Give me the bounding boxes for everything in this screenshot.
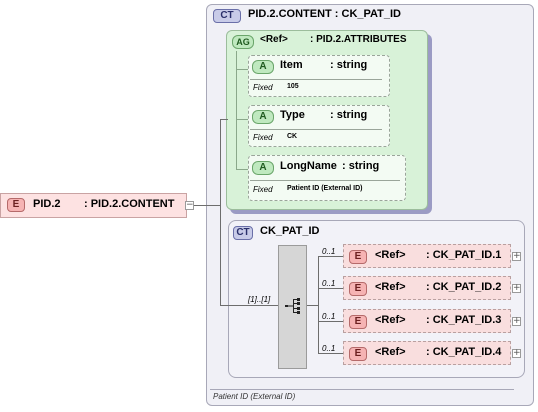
child-occurrence: 0..1	[322, 312, 336, 321]
attribute-divider	[250, 79, 382, 80]
tree-connector	[206, 205, 220, 206]
attribute-fixed-value: 105	[287, 83, 299, 90]
attribute-type: : string	[330, 109, 368, 121]
child-ref: <Ref>	[375, 281, 406, 293]
root-element-type: : PID.2.CONTENT	[84, 198, 175, 210]
attribute-group-ref: <Ref>	[260, 34, 288, 45]
attribute-divider	[250, 129, 382, 130]
footer-divider	[210, 389, 514, 390]
child-connector	[318, 353, 343, 354]
child-connector	[318, 321, 343, 322]
element-badge: E	[7, 198, 25, 212]
attribute-connector	[236, 119, 248, 120]
child-connector	[318, 288, 343, 289]
attribute-fixed-value: Patient ID (External ID)	[287, 185, 363, 192]
child-occurrence: 0..1	[322, 247, 336, 256]
attribute-group-badge: AG	[232, 35, 254, 49]
attribute-name: Item	[280, 59, 303, 71]
attribute-longname[interactable]	[248, 155, 406, 201]
attribute-connector	[236, 169, 248, 170]
collapse-icon[interactable]: −	[185, 200, 194, 210]
attribute-type: : string	[330, 59, 368, 71]
attribute-fixed-label: Fixed	[253, 185, 273, 194]
attribute-fixed-label: Fixed	[253, 133, 273, 142]
child-ref: <Ref>	[375, 314, 406, 326]
root-connector	[194, 205, 206, 206]
inner-type-title: CK_PAT_ID	[260, 225, 320, 237]
child-name: : CK_PAT_ID.2	[426, 281, 502, 293]
content-type-documentation: Patient ID (External ID)	[213, 392, 296, 401]
attribute-name: Type	[280, 109, 305, 121]
child-ref: <Ref>	[375, 249, 406, 261]
child-element[interactable]	[343, 244, 511, 268]
tree-connector-to-sequence	[220, 305, 278, 306]
attribute-name: LongName	[280, 160, 337, 172]
child-name: : CK_PAT_ID.3	[426, 314, 502, 326]
child-occurrence: 0..1	[322, 279, 336, 288]
element-badge: E	[349, 315, 367, 329]
element-badge: E	[349, 347, 367, 361]
child-name: : CK_PAT_ID.4	[426, 346, 502, 358]
attribute-connector-vertical	[236, 51, 237, 169]
child-occurrence: 0..1	[322, 344, 336, 353]
attribute-connector	[236, 69, 248, 70]
expand-icon[interactable]: +	[512, 251, 521, 261]
sequence-icon	[285, 298, 300, 314]
expand-icon[interactable]: +	[512, 348, 521, 358]
sequence-occurrence: [1]..[1]	[248, 295, 271, 304]
expand-icon[interactable]: +	[512, 283, 521, 293]
child-ref: <Ref>	[375, 346, 406, 358]
child-element[interactable]	[343, 341, 511, 365]
attribute-group-name: : PID.2.ATTRIBUTES	[310, 34, 407, 45]
child-name: : CK_PAT_ID.1	[426, 249, 502, 261]
tree-connector-to-group	[220, 119, 228, 120]
attribute-divider	[250, 180, 400, 181]
root-element[interactable]	[0, 193, 187, 218]
attribute-badge: A	[252, 60, 274, 74]
attribute-badge: A	[252, 161, 274, 175]
inner-type-badge: CT	[233, 226, 253, 240]
sequence-compositor[interactable]	[278, 245, 307, 369]
content-type-title: PID.2.CONTENT : CK_PAT_ID	[248, 8, 401, 20]
child-element[interactable]	[343, 309, 511, 333]
attribute-type: : string	[342, 160, 380, 172]
element-badge: E	[349, 282, 367, 296]
attribute-fixed-label: Fixed	[253, 83, 273, 92]
root-element-name: PID.2	[33, 198, 61, 210]
element-badge: E	[349, 250, 367, 264]
content-type-badge: CT	[213, 9, 241, 23]
attribute-fixed-value: CK	[287, 133, 298, 140]
child-connector-vertical	[318, 256, 319, 354]
tree-connector-vertical	[220, 119, 221, 305]
child-connector	[318, 256, 343, 257]
sequence-out-connector	[307, 305, 318, 306]
child-element[interactable]	[343, 276, 511, 300]
attribute-badge: A	[252, 110, 274, 124]
expand-icon[interactable]: +	[512, 316, 521, 326]
